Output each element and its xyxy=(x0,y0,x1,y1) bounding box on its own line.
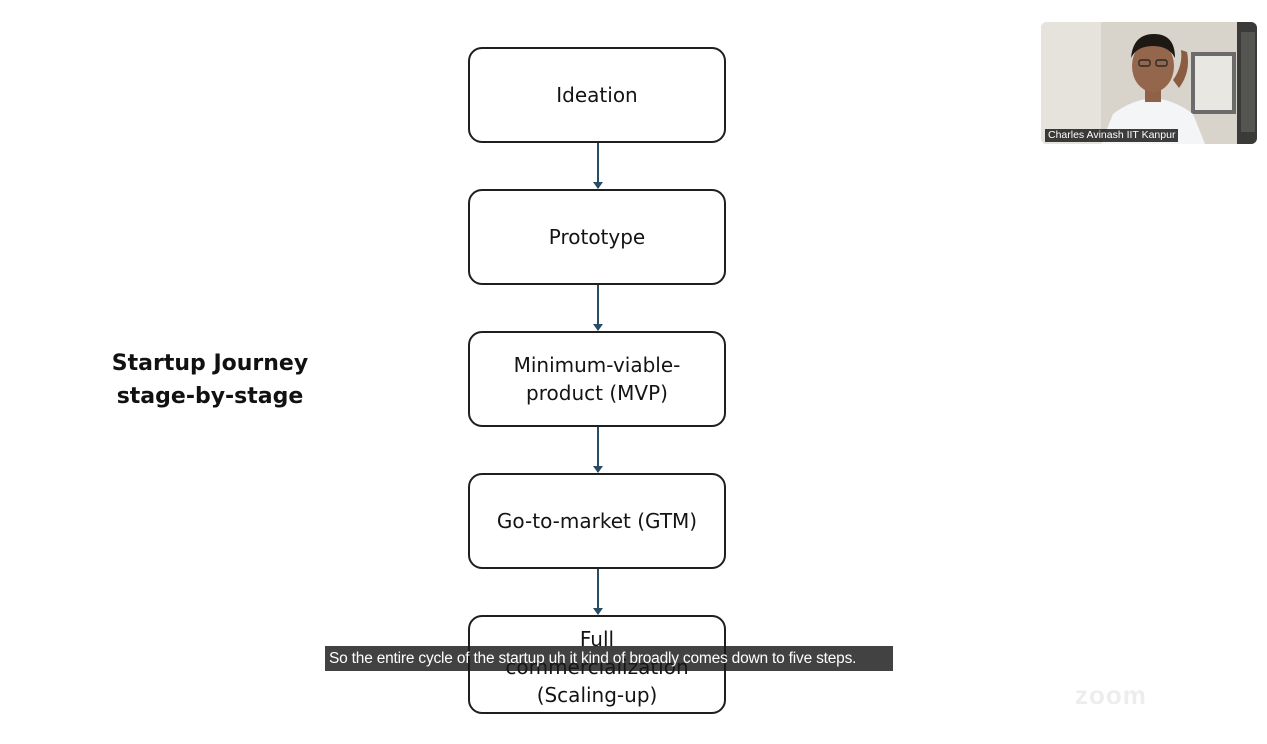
side-title-line-2: stage-by-stage xyxy=(116,384,304,409)
stage-box-prototype: Prototype xyxy=(468,189,726,285)
stage-label: Prototype xyxy=(548,225,646,249)
participant-video-image xyxy=(1041,22,1257,144)
stage-box-mvp: Minimum-viable-product (MVP) xyxy=(468,331,726,427)
flow-arrow xyxy=(593,427,603,473)
flow-arrow xyxy=(593,285,603,331)
flow-arrow xyxy=(593,569,603,615)
participant-name-label: Charles Avinash IIT Kanpur xyxy=(1045,129,1179,142)
zoom-watermark-logo: zoom xyxy=(1075,680,1147,710)
stage-label: Minimum-viable-product (MVP) xyxy=(513,353,681,405)
live-caption: So the entire cycle of the startup uh it… xyxy=(325,646,893,671)
stage-label: Ideation xyxy=(556,83,638,107)
slide-side-title: Startup Journey stage-by-stage xyxy=(100,347,320,413)
flow-arrow xyxy=(593,143,603,189)
stage-box-gtm: Go-to-market (GTM) xyxy=(468,473,726,569)
stage-label: Go-to-market (GTM) xyxy=(496,509,698,533)
participant-video-tile[interactable]: Charles Avinash IIT Kanpur xyxy=(1041,22,1257,144)
stage-box-ideation: Ideation xyxy=(468,47,726,143)
side-title-line-1: Startup Journey xyxy=(111,351,309,376)
